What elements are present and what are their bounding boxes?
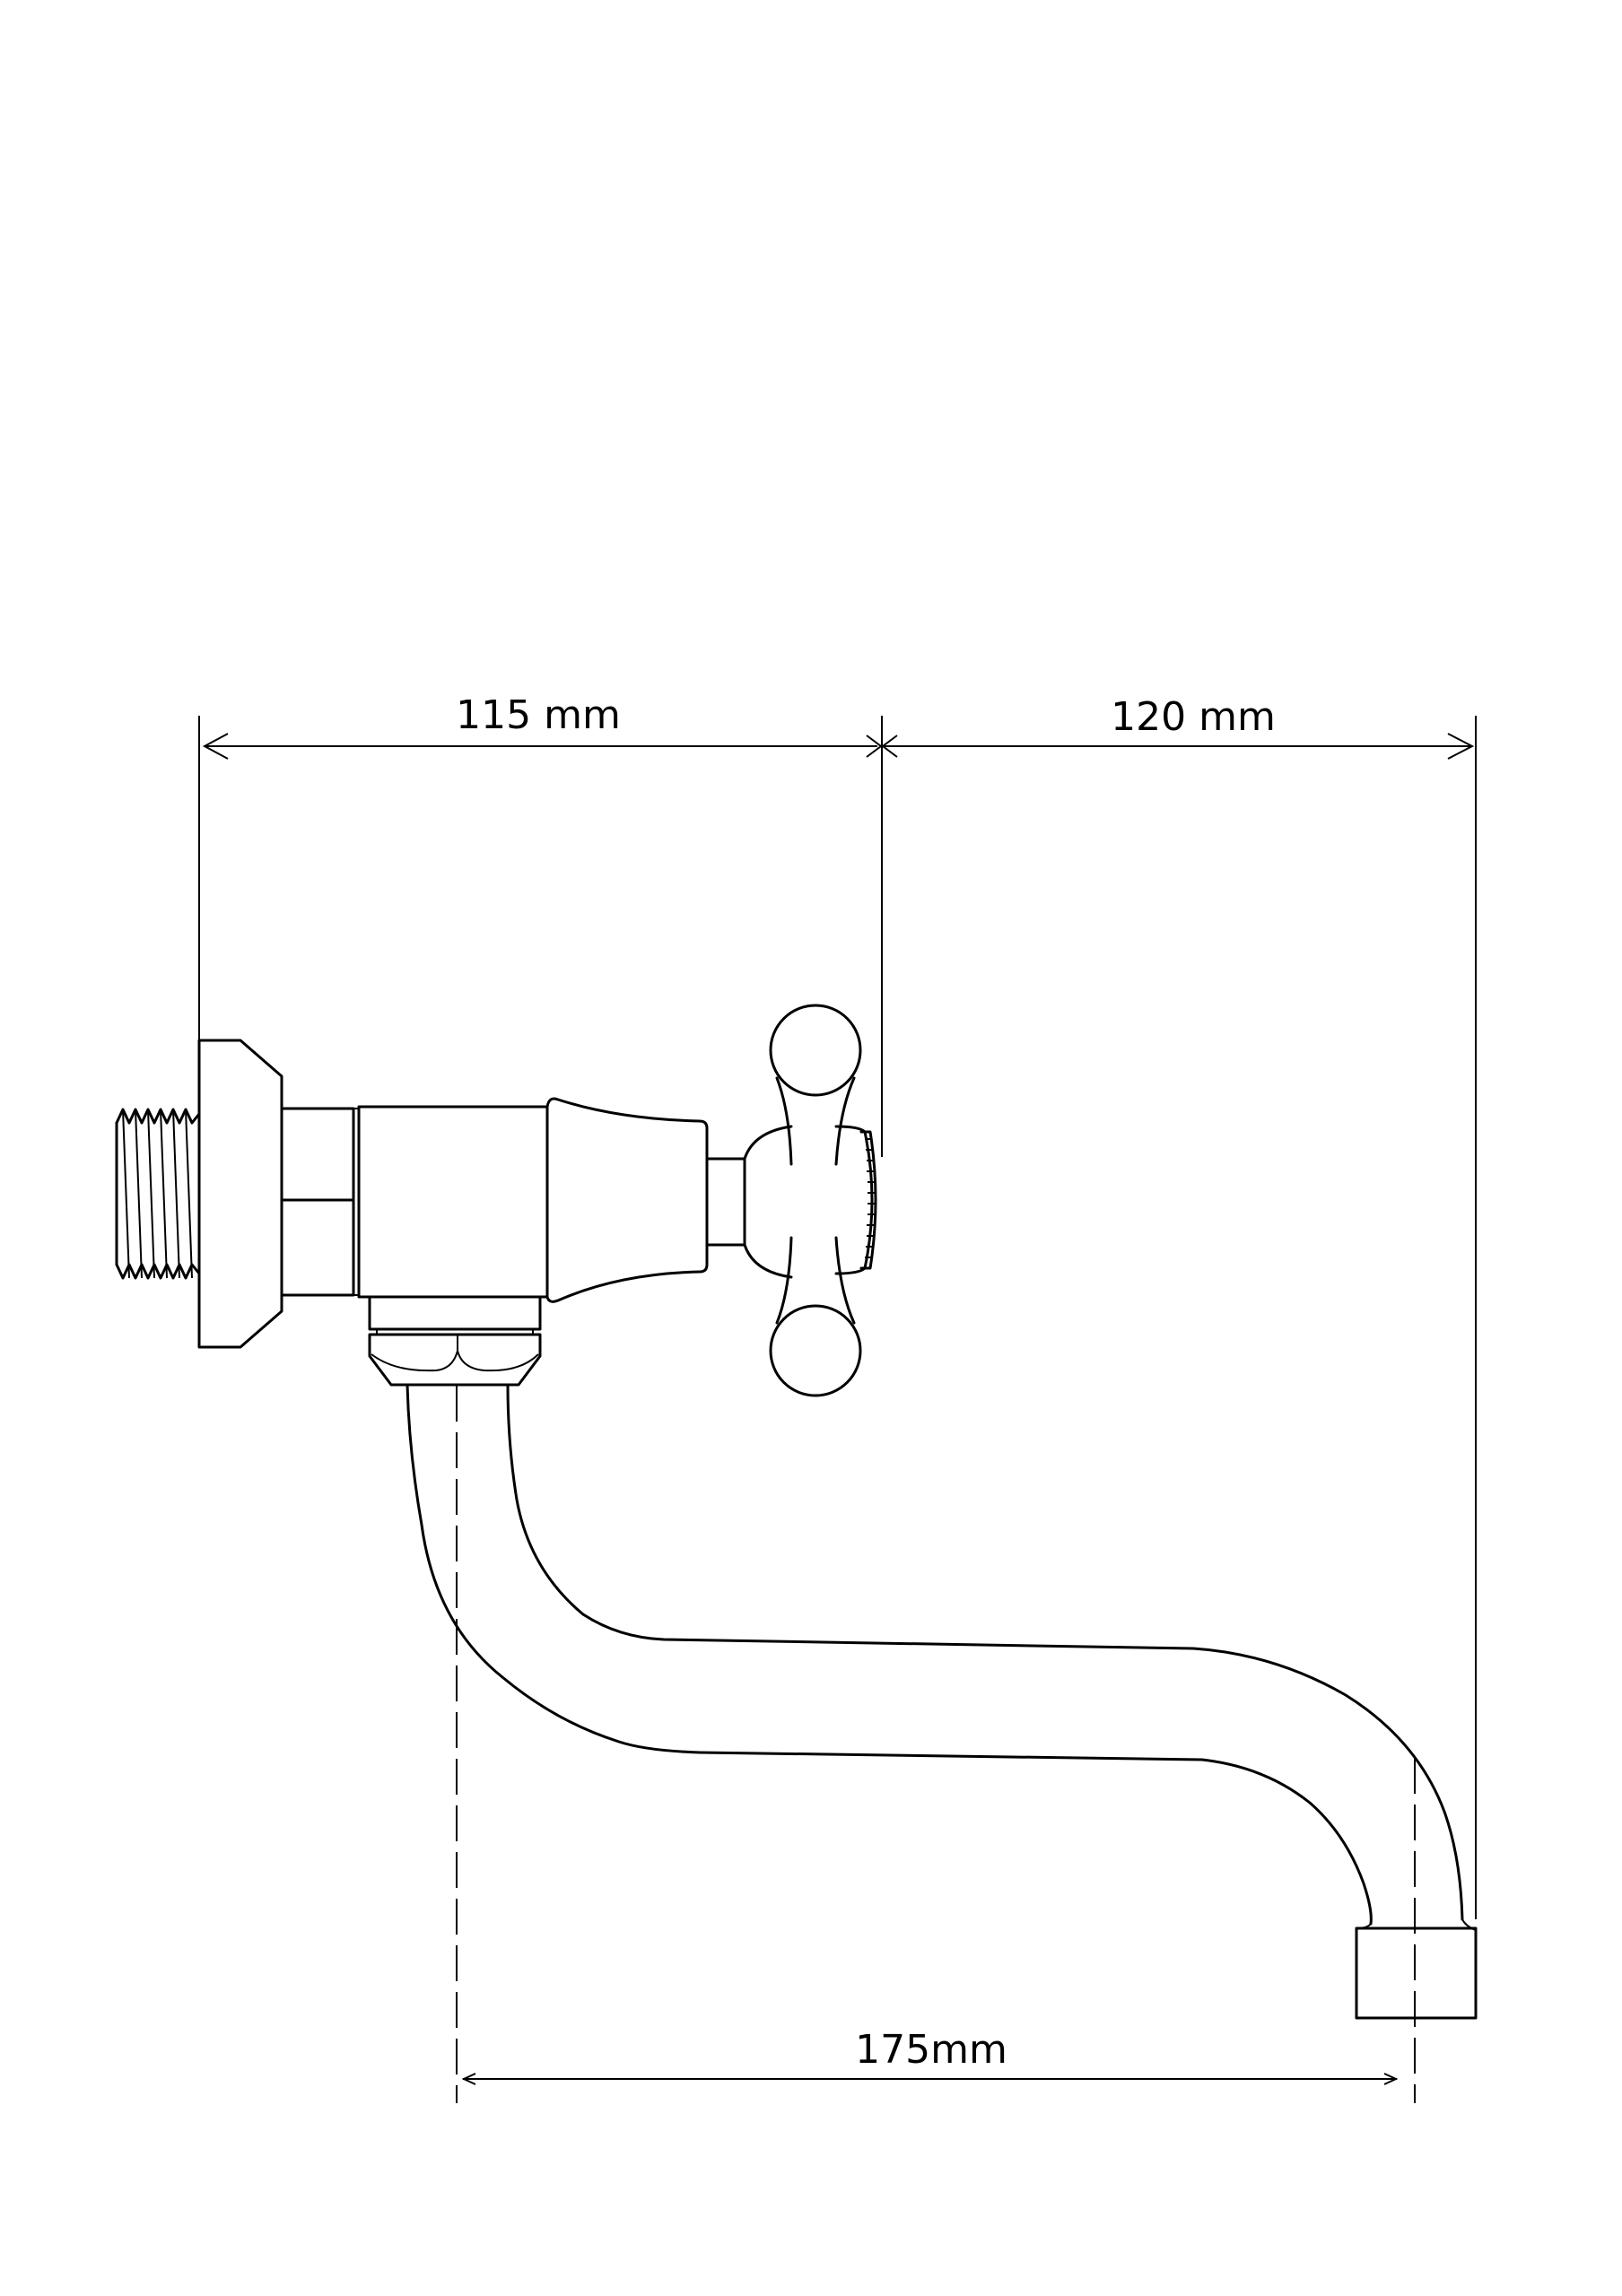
cross-handle[interactable] [743, 1004, 877, 1397]
spindle [705, 1157, 746, 1247]
hex-nut [280, 1107, 359, 1297]
handle-knob-bottom[interactable] [769, 1304, 862, 1397]
handle-knob-top[interactable] [769, 1004, 862, 1097]
handle-arm-bottom [775, 1236, 856, 1325]
handle-face [834, 1125, 874, 1275]
aerator [1355, 1926, 1478, 2020]
arrow-left-icon [881, 735, 898, 758]
spout-inner-edge [506, 1383, 1464, 1921]
handle-cap [859, 1130, 877, 1270]
arrow-right-icon [1383, 2073, 1399, 2085]
spout-outer-edge [406, 1383, 1373, 1926]
handle-hub [743, 1125, 793, 1279]
dimension-label-120: 120 mm [1111, 694, 1276, 740]
outlet-collar [368, 1295, 542, 1335]
dimension-175: 175mm [456, 1386, 1416, 2103]
dimension-label-115: 115 mm [456, 692, 621, 738]
arrow-left-icon [202, 733, 229, 760]
valve-body [357, 1105, 549, 1299]
thread-top-edge [115, 1108, 201, 1125]
wall-flange [197, 1039, 283, 1349]
dimension-label-175: 175mm [855, 2027, 1007, 2073]
thread-helix-lines [122, 1109, 193, 1279]
dimension-120: 120 mm [881, 694, 1477, 1919]
swivel-nut [368, 1333, 542, 1387]
handle-arm-top [775, 1076, 856, 1166]
arrow-right-icon [1447, 733, 1475, 760]
threaded-inlet [115, 1108, 201, 1280]
valve-bonnet [545, 1097, 709, 1303]
arrow-left-icon [461, 2073, 476, 2085]
thread-bottom-edge [115, 1263, 201, 1280]
arrow-right-icon [866, 735, 883, 758]
dimension-115: 115 mm [198, 692, 883, 1157]
spout-pipe [406, 1383, 1477, 1931]
